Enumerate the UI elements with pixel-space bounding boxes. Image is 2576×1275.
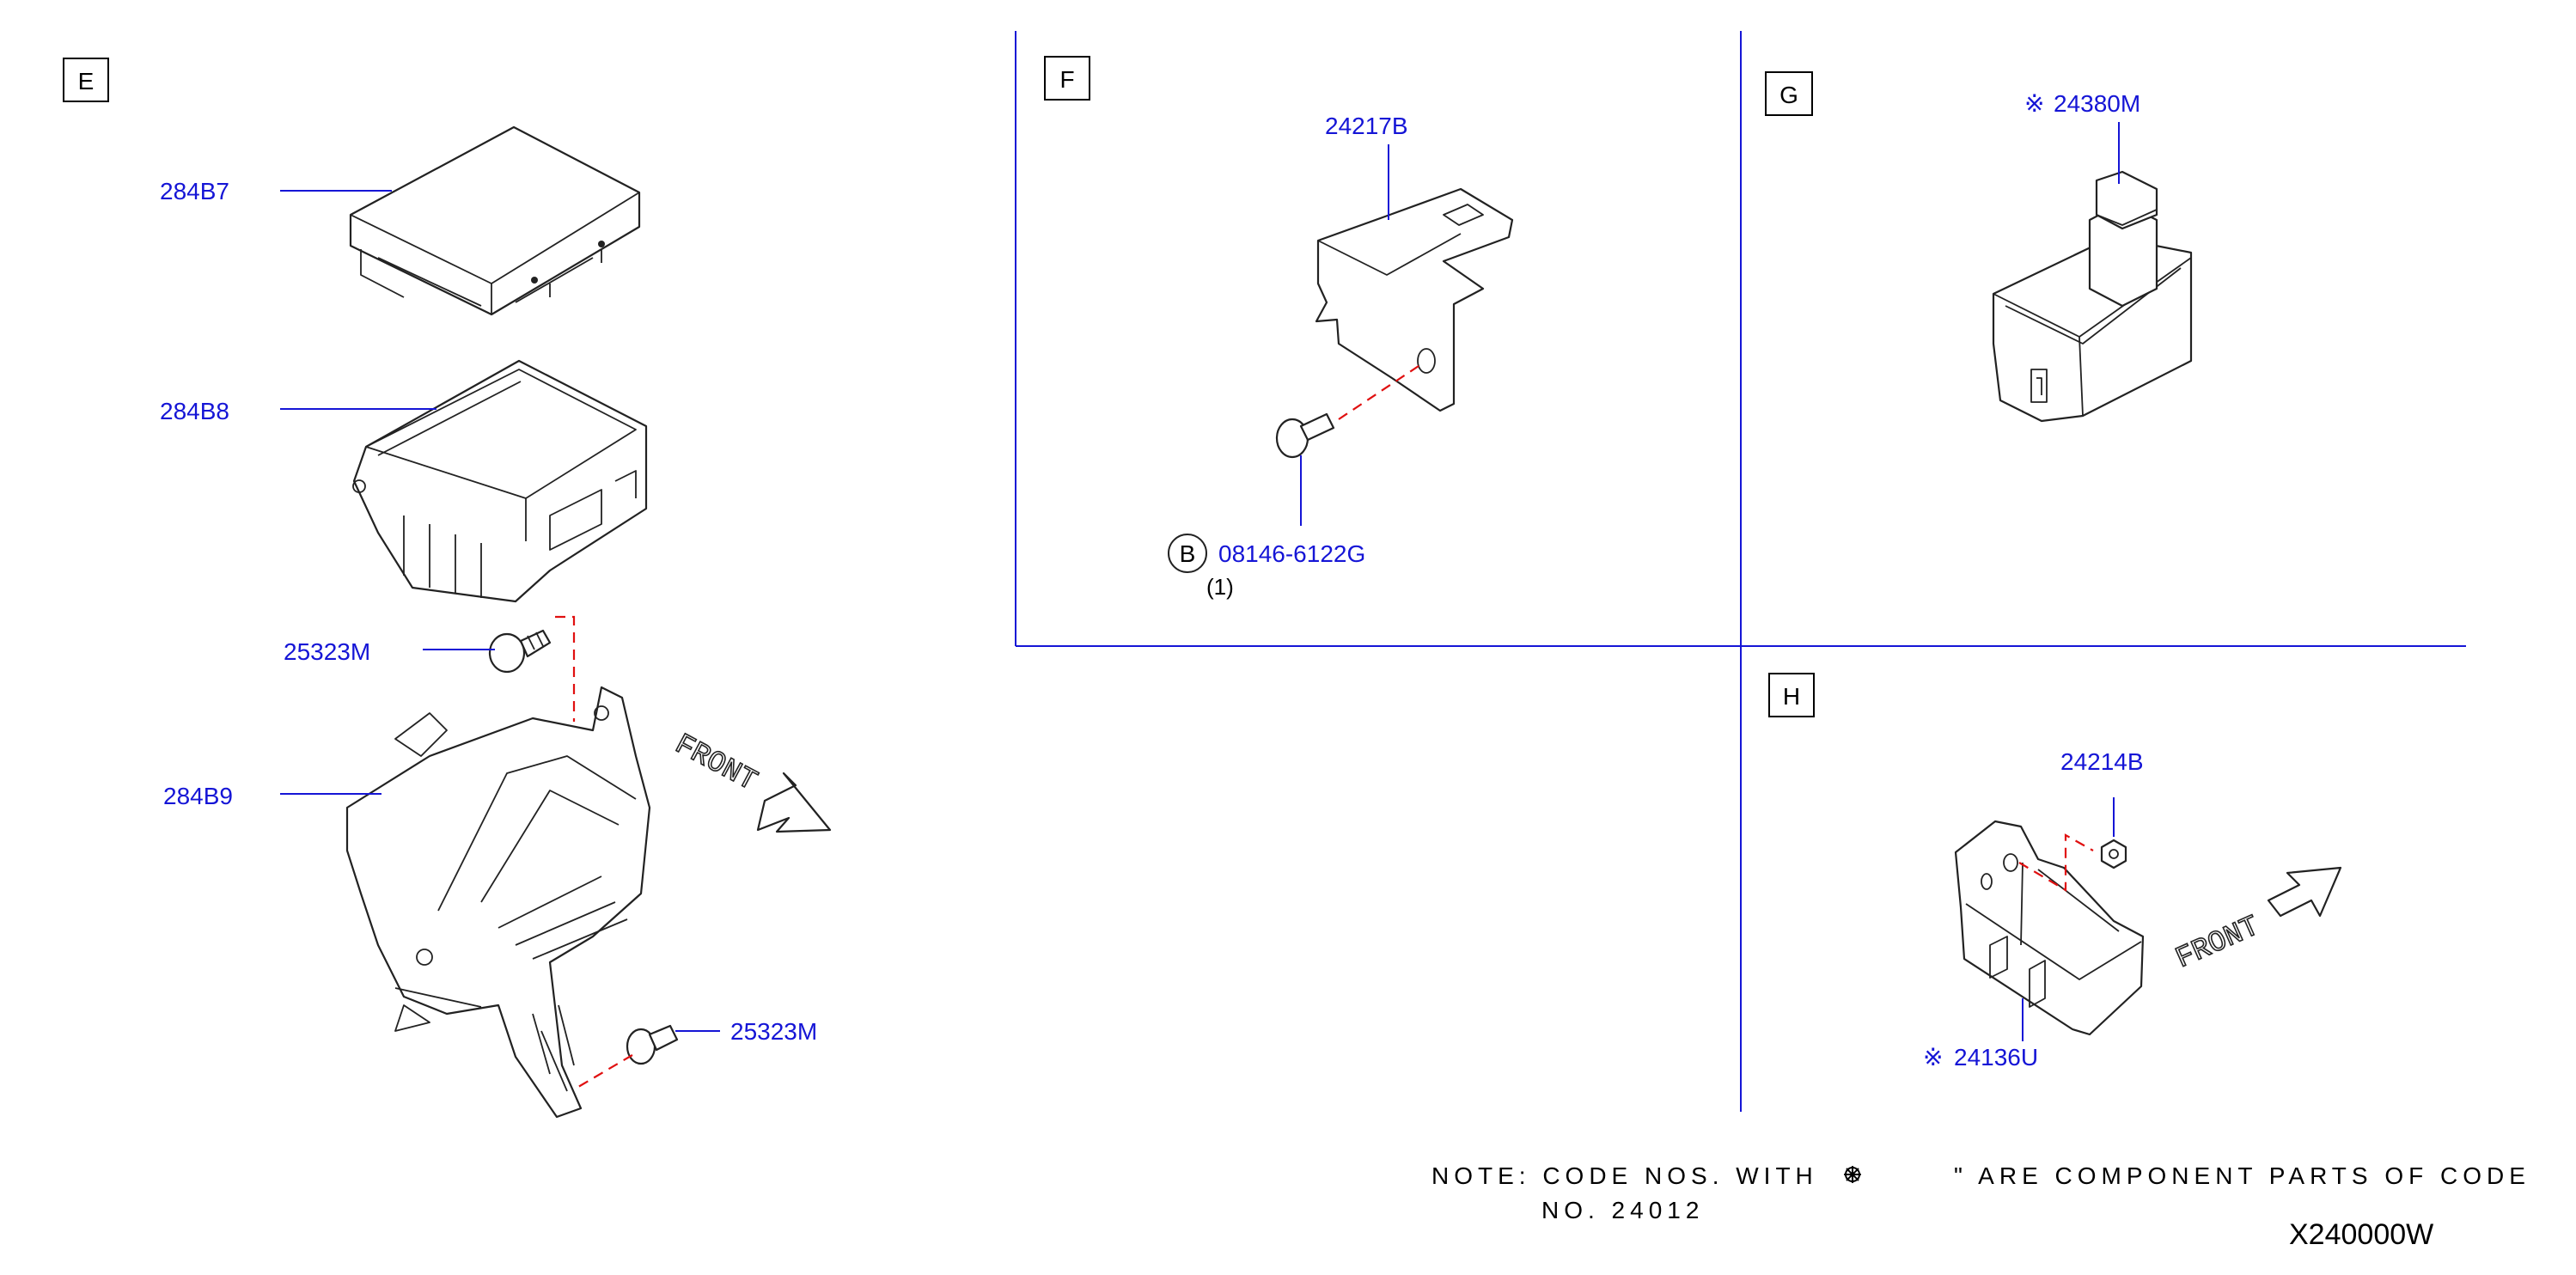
front-arrow-h: FRONT — [2170, 866, 2342, 977]
part-number-284b7: 284B7 — [160, 178, 229, 204]
section-letter-e: E — [78, 68, 95, 95]
part-bolt-25323m-top — [488, 629, 552, 674]
part-number-24214b: 24214B — [2060, 748, 2144, 775]
front-label-h: FRONT — [2171, 911, 2265, 976]
component-mark-24136u: ※ — [1923, 1044, 1943, 1071]
note-line-2: NO. 24012 — [1541, 1197, 1704, 1223]
part-cover-284b7 — [349, 125, 641, 316]
part-bracket-24217b — [1315, 187, 1514, 412]
section-letter-f: F — [1059, 66, 1074, 93]
part-number-25323m-bottom: 25323M — [730, 1018, 817, 1045]
front-arrow-e: FRONT — [668, 728, 832, 833]
part-number-24217b: 24217B — [1325, 113, 1408, 139]
bolt-marker-b: B — [1168, 534, 1207, 573]
note-line-1-end: " ARE COMPONENT PARTS OF CODE — [1954, 1162, 2530, 1189]
part-bracket-284b9 — [345, 686, 651, 1119]
quantity-08146-6122g: (1) — [1206, 574, 1234, 600]
section-label-g: G — [1765, 71, 1813, 116]
note-line-1-start: NOTE: CODE NOS. WITH — [1431, 1162, 1818, 1189]
section-letter-g: G — [1779, 82, 1798, 108]
section-label-f: F — [1044, 56, 1090, 101]
guide-24214b — [2018, 833, 2094, 892]
section-label-h: H — [1768, 673, 1815, 717]
part-number-284b9: 284B9 — [163, 783, 233, 809]
diagram-code: X240000W — [2289, 1218, 2433, 1251]
part-bolt-08146-6122g — [1275, 412, 1335, 459]
component-mark-24380m: ※ — [2024, 90, 2044, 117]
section-letter-h: H — [1783, 683, 1800, 710]
part-nut-24214b — [2100, 839, 2127, 869]
front-label-e: FRONT — [669, 729, 762, 798]
part-number-284b8: 284B8 — [160, 398, 229, 424]
part-bolt-25323m-bottom — [626, 1024, 679, 1065]
part-number-24136u: 24136U — [1954, 1044, 2038, 1071]
part-number-25323m-top: 25323M — [284, 638, 370, 665]
component-symbol-icon — [1844, 1166, 1861, 1183]
section-label-e: E — [63, 58, 109, 102]
part-number-24380m: 24380M — [2054, 90, 2140, 117]
part-relay-24380m — [1992, 170, 2193, 423]
part-tray-284b8 — [352, 359, 648, 603]
bolt-marker-letter: B — [1180, 540, 1196, 567]
guide-25323m-top — [555, 615, 576, 722]
part-bracket-24136u — [1954, 820, 2145, 1036]
part-number-08146-6122g: 08146-6122G — [1218, 540, 1365, 567]
guide-25323m-bottom — [573, 1054, 633, 1090]
